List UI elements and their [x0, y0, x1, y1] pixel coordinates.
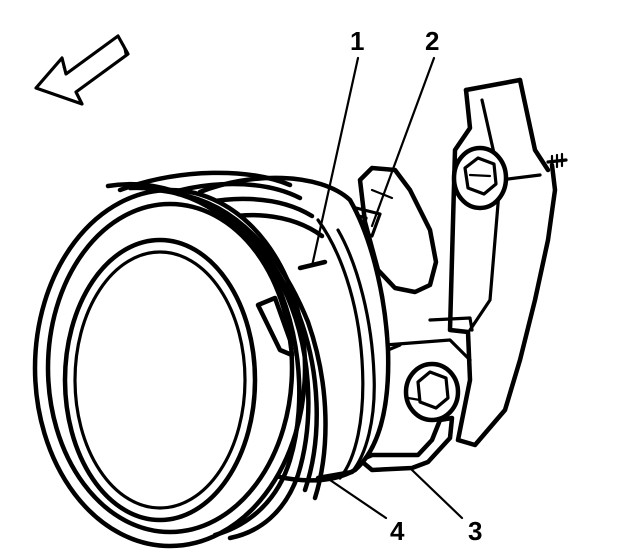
- callout-label-4: 4: [390, 516, 405, 546]
- leader-line-3: [410, 468, 464, 520]
- callout-leaders: [310, 56, 464, 520]
- leader-line-4: [328, 478, 388, 520]
- crankshaft-balancer: [32, 170, 391, 549]
- callout-label-3: 3: [468, 516, 482, 546]
- lower-mounting-bolt: [403, 361, 461, 423]
- upper-mounting-bolt: [451, 145, 509, 211]
- leader-line-2: [370, 56, 436, 228]
- callout-label-1: 1: [350, 26, 364, 56]
- threaded-stud: [546, 152, 568, 170]
- leader-line-1: [310, 56, 360, 268]
- callout-label-2: 2: [425, 26, 439, 56]
- front-direction-arrow-icon: [34, 34, 130, 106]
